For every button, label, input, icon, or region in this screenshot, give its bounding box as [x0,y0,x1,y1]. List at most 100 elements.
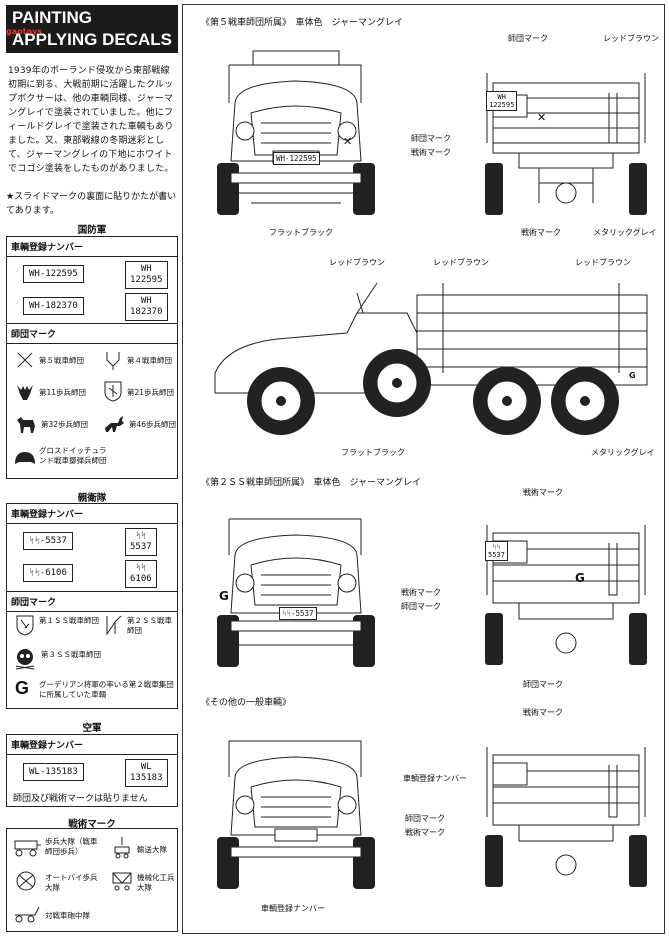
section1-heading: 《第５戦車師団所属》 車体色 ジャーマングレイ [201,18,404,28]
tactical-section-title: 戦術マーク [68,819,116,830]
label-metallic-gray-rear-1: メタリックグレイ [593,228,657,237]
watermark: gaotoys [6,27,42,36]
label-tactical-mark-rear-3: 戦術マーク [523,708,563,717]
deer-icon [105,416,124,432]
rear-g-mark-2: G [575,571,585,585]
shield-key-icon [16,615,34,636]
division-label-5: 第32歩兵師団 [41,420,89,429]
label-tactical-mark-2: 戦術マーク [401,588,441,597]
air-section-title: 空軍 [82,723,102,734]
division-label-4: 第21歩兵師団 [127,388,175,397]
label-red-brown-rear-1: レッドブラウン [603,34,659,43]
tactical-label-3: オートバイ歩兵大隊 [45,873,98,892]
label-tactical-mark-3: 戦術マーク [405,828,445,837]
division-label-3: 第11歩兵師団 [39,388,87,397]
guard-division-label-1: 第１ＳＳ戦車師団 [39,616,99,625]
title-banner: PAINTING APPLYING DECALS [6,5,178,53]
skull-icon [15,649,35,670]
label-plate-number-front-3: 車輌登録ナンバー [261,904,325,913]
y-rune-icon [106,352,120,370]
guard-division-box: 師団マーク 第１ＳＳ戦車師団 第２ＳＳ戦車師団 第３ＳＳ戦車師団 G グーデリア… [6,591,178,709]
army-plate-front-2: WH-182370 [23,297,84,315]
rear-view-truck-3 [485,747,647,887]
section3-heading: 《その他の一般車輛》 [201,698,292,708]
x-cross-icon [17,352,33,368]
label-division-mark-3: 師団マーク [405,814,445,823]
label-division-mark-1: 師団マーク [411,134,451,143]
guard-division-label-3: 第３ＳＳ戦車師団 [41,650,101,659]
label-division-mark-rear-1: 師団マーク [508,34,548,43]
label-red-brown-side-3: レッドブラウン [575,258,631,267]
army-division-box: 師団マーク 第５戦車師団 第４戦車師団 第11歩兵師団 第21歩兵師団 第32歩… [6,323,178,479]
division-label-1: 第５戦車師団 [39,356,84,365]
drawings-panel: 《第５戦車師団所属》 車体色 ジャーマングレイ WH-122595 ✕ 師団マー… [182,4,665,934]
division-label-2: 第４戦車師団 [127,356,172,365]
dog-icon [17,417,35,433]
front-x-mark-1: ✕ [343,135,353,148]
front-plate-1: WH-122595 [273,152,320,165]
air-note: 師団及び戦術マークは貼りません [13,794,148,804]
tactical-label-2: 輸送大隊 [137,845,167,854]
section2-heading: 《第２ＳＳ戦車師団所属》 車体色 ジャーマングレイ [201,478,422,488]
tactical-label-4: 機械化工兵大隊 [137,873,175,892]
decal-note: ★スライドマークの裏面に貼りかたが書いてあります。 [6,192,177,216]
army-plates-header: 車輌登録ナンバー [7,237,177,257]
front-view-truck-1 [217,50,375,215]
g-mark-text: グーデリアン将軍の率いる第２戦車集団に所属していた車輌 [39,680,174,699]
rear-x-mark-1: ✕ [537,111,547,124]
army-division-header: 師団マーク [7,324,177,344]
title-line2: APPLYING DECALS [12,30,172,49]
label-tactical-mark-rear-1: 戦術マーク [521,228,561,237]
air-plate-front: WL-135183 [23,763,84,781]
guard-plates-header: 車輌登録ナンバー [7,504,177,524]
engineer-icon [112,872,132,891]
front-view-truck-3 [217,740,375,889]
shield-wolfsangel-icon [104,381,122,402]
rear-view-truck-1 [485,73,647,215]
label-tactical-mark-1: 戦術マーク [411,148,451,157]
antitank-icon [15,906,40,923]
front-view-truck-2 [217,518,375,667]
division-label-6: 第46歩兵師団 [129,420,177,429]
label-division-mark-2: 師団マーク [401,602,441,611]
intro-text: 1939年のポーランド侵攻から東部戦線初期に到る、大戦前期に活躍したクルップボク… [8,66,174,174]
g-mark: G [15,678,30,698]
division-label-7: グロスドイッチュランド戦車擲弾兵師団 [39,446,107,465]
tactical-box: 歩兵大隊（戦車師団歩兵） 輸送大隊 オートバイ歩兵大隊 機械化工兵大隊 対戦車砲… [6,828,178,932]
side-view-truck [214,282,648,435]
guard-division-label-2: 第２ＳＳ戦車師団 [127,616,172,635]
label-red-brown-side-1: レッドブラウン [329,258,385,267]
label-division-mark-rear-2: 師団マーク [523,680,563,689]
guard-plate-front-2: ᛋᛋ-6106 [23,564,73,582]
rear-view-truck-2 [485,525,647,665]
guard-division-header: 師団マーク [7,592,177,612]
side-mark: G [629,371,636,380]
label-flat-black-1: フラットブラック [269,228,333,237]
tactical-label-1: 歩兵大隊（戦車師団歩兵） [45,837,98,856]
helmet-icon [15,452,35,464]
label-metallic-gray-side: メタリックグレイ [591,448,655,457]
army-section-title: 国防軍 [77,225,107,236]
label-plate-number-rear-3: 車輌登録ナンバー [403,774,467,783]
title-line1: PAINTING [12,8,92,27]
front-plate-2: ᛋᛋ-5537 [279,607,317,620]
label-flat-black-side: フラットブラック [341,448,405,457]
motorcycle-icon [16,871,36,891]
guard-section-title: 親衛隊 [77,493,107,504]
transport-icon [114,837,130,859]
tactical-label-5: 対戦車砲中隊 [45,911,90,920]
air-plates-header: 車輌登録ナンバー [7,735,177,755]
infantry-company-icon [14,840,41,857]
front-g-mark-2: G [219,589,229,603]
moose-icon [17,385,33,400]
